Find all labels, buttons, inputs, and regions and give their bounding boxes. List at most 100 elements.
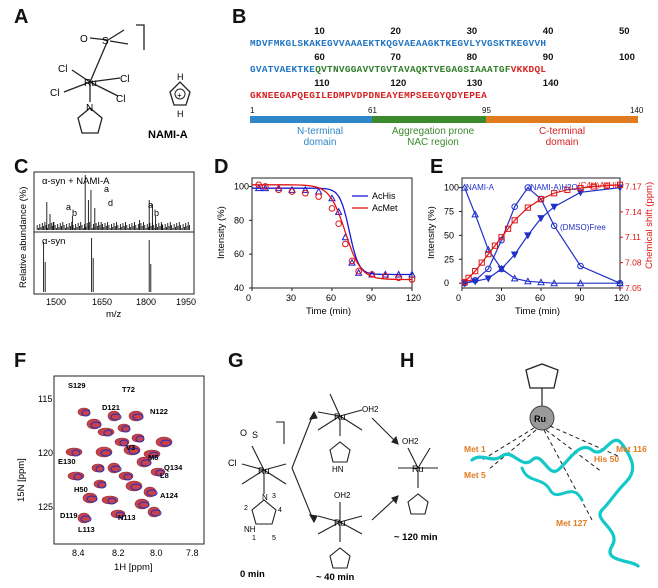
nmr-peak-blue — [128, 447, 140, 455]
data-point — [471, 210, 480, 218]
cl-atom-3: Cl — [50, 88, 59, 99]
data-point-achis — [394, 270, 403, 278]
oh2-label-40min-top: OH2 — [362, 405, 379, 414]
data-point — [590, 183, 597, 190]
data-point — [537, 215, 545, 223]
data-point-acmet — [275, 186, 282, 194]
data-point — [550, 203, 559, 211]
y-tick-label: 40 — [234, 283, 244, 293]
nmr-peak-blue — [135, 435, 145, 443]
spectrum-ylabel: Relative abundance (%) — [18, 187, 29, 288]
data-point — [537, 278, 545, 286]
x-tick-label: 60 — [535, 293, 545, 303]
x-tick-label: 90 — [366, 293, 376, 303]
nmr-peak-blue — [150, 509, 162, 517]
data-point-acmet — [255, 181, 262, 189]
data-point-achis — [254, 184, 263, 192]
y-tick-label: 100 — [444, 183, 459, 193]
bar-tick-140: 140 — [630, 106, 644, 115]
oh2-label-120min: OH2 — [402, 437, 419, 446]
sequence-row-2-n: GVATVAEKTKE — [250, 64, 316, 75]
panel-label-c: C — [14, 156, 29, 178]
data-point-achis — [301, 185, 310, 193]
data-point-acmet — [315, 193, 322, 200]
ru-label-120min: Ru — [412, 464, 424, 474]
nmr-ytick-125: 125 — [38, 502, 53, 512]
nmr-peak-red — [123, 444, 141, 456]
y2-tick-label: 7.17 — [625, 181, 642, 191]
data-point — [472, 267, 479, 275]
nmr-peak-blue — [71, 449, 81, 457]
x-tick-label: 0 — [246, 293, 251, 303]
data-point-acmet — [302, 189, 309, 197]
nmr-xtick-82: 8.2 — [112, 548, 125, 558]
nmr-peak-blue — [103, 429, 113, 437]
peak-label-a1: a — [66, 202, 71, 212]
data-point — [524, 204, 531, 211]
series-line — [464, 187, 621, 284]
ring-number-4: 4 — [278, 507, 282, 514]
data-point — [461, 278, 468, 286]
nmr-peak-blue — [95, 465, 105, 473]
data-point — [491, 242, 499, 249]
data-point — [511, 203, 518, 210]
data-point — [465, 274, 472, 281]
sequence-number: 20 — [390, 26, 401, 37]
sequence-number: 120 — [390, 78, 407, 89]
time-0min: 0 min — [240, 569, 265, 580]
series-line — [464, 186, 621, 284]
panel-label-a: A — [14, 6, 29, 28]
y-tick-label: 0 — [444, 278, 449, 288]
nmr-peak-blue — [119, 439, 129, 447]
nmr-ylabel: 15N [ppm] — [16, 458, 27, 502]
o-atom: O — [80, 34, 88, 45]
y-tick-label: 75 — [444, 206, 454, 216]
reaction-scheme: Ru S O Cl N NH 2 3 4 1 5 Ru OH2 HN Ru OH… — [228, 393, 438, 583]
data-point — [485, 265, 492, 273]
cl-atom-2: Cl — [120, 74, 129, 85]
sequence-number: 60 — [314, 52, 325, 63]
series-line — [464, 184, 621, 283]
y-tick-label: 25 — [444, 254, 454, 264]
ring-number-2: 2 — [244, 505, 248, 512]
legend-label: AcMet — [372, 203, 398, 213]
peak-label-a2: a — [104, 184, 109, 194]
data-point — [616, 279, 624, 287]
data-point — [564, 186, 571, 193]
binding-site-met5: Met 5 — [464, 470, 486, 480]
data-point-acmet — [335, 220, 342, 227]
spectrum-xlabel: m/z — [106, 309, 122, 320]
data-point-achis — [261, 184, 270, 192]
nami-a-structure: Ru S O Cl Cl Cl Cl N H H + NAMI-A — [50, 24, 191, 141]
panel-label-g: G — [228, 350, 244, 372]
spectrum-bottom-label: α-syn — [42, 236, 65, 247]
y-tick-label: 80 — [234, 215, 244, 225]
data-point-acmet — [382, 272, 389, 280]
x-tick-label: 90 — [575, 293, 585, 303]
ring-number-1: 1 — [252, 535, 256, 542]
nmr-peak-blue — [81, 409, 91, 417]
nmr-xtick-80: 8.0 — [150, 548, 163, 558]
nmr-peak-blue — [80, 515, 92, 523]
nmr-xlabel: 1H [ppm] — [114, 562, 153, 573]
bar-tick-1: 1 — [250, 106, 255, 115]
nmr-peak-blue — [115, 511, 125, 519]
legend-label: AcHis — [372, 191, 396, 201]
y2-tick-label: 7.05 — [625, 283, 642, 293]
compound-name: NAMI-A — [148, 129, 188, 141]
s-atom: S — [102, 36, 109, 47]
y-tick-label: 60 — [234, 249, 244, 259]
binding-site-met1: Met 1 — [464, 444, 486, 454]
data-point — [484, 275, 493, 283]
data-point — [478, 259, 485, 266]
data-point — [577, 262, 584, 270]
y-tick-label: 50 — [444, 230, 454, 240]
data-point-acmet — [355, 267, 362, 275]
chart-annotation: NAMI-A — [466, 183, 495, 192]
y-axis-label: Intensity (%) — [428, 206, 437, 259]
x-tick-label: 30 — [286, 293, 296, 303]
nmr-residue-label: M5 — [148, 453, 158, 462]
